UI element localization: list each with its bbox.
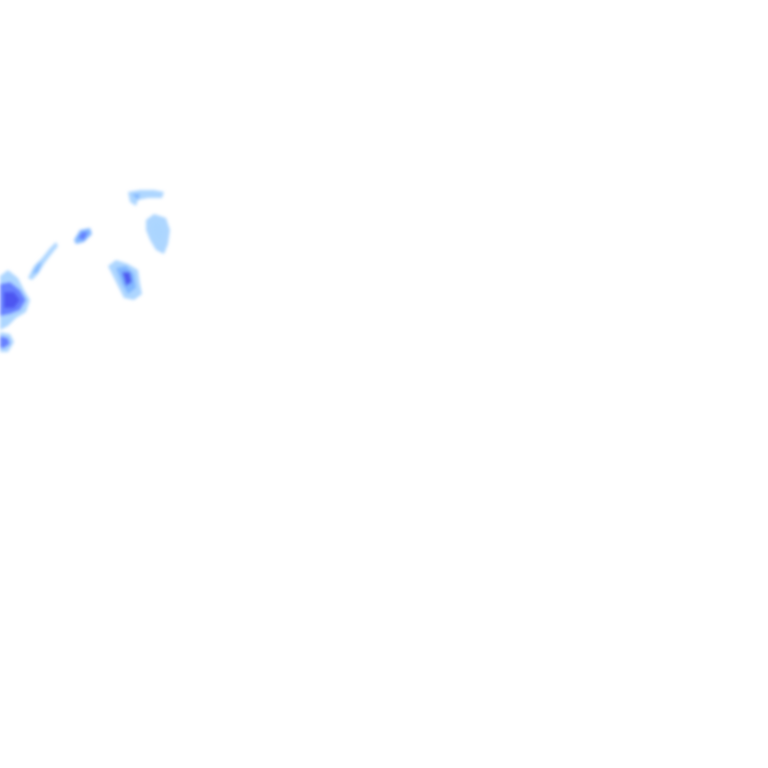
radar-cell-north <box>128 190 164 206</box>
radar-cell-northeast <box>146 214 170 254</box>
radar-cell-small <box>74 228 92 244</box>
radar-cell-southwest <box>0 332 14 352</box>
radar-cell-west <box>0 270 30 330</box>
radar-streak <box>28 242 58 280</box>
radar-cell-central <box>108 260 142 300</box>
